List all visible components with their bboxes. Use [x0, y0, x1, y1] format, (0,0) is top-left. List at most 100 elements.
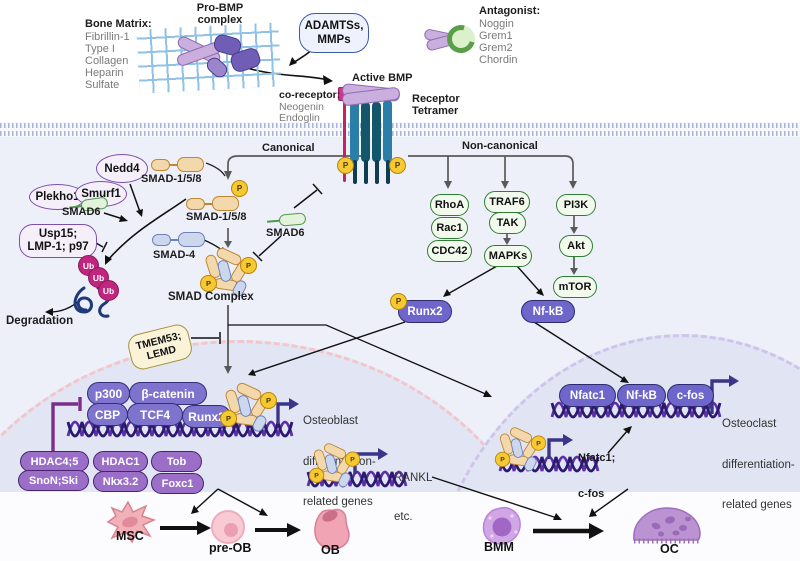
receptor-tail-icon — [375, 160, 379, 184]
membrane-leaflet-outer — [0, 123, 800, 128]
hdac1-node: HDAC1 — [93, 451, 148, 472]
extracellular-space — [0, 0, 800, 122]
bone-matrix-title: Bone Matrix: — [85, 18, 152, 30]
bmm-label: BMM — [484, 540, 514, 554]
phosphate-icon: P — [530, 435, 547, 451]
runx2-cytoplasm-node: Runx2 — [398, 300, 452, 323]
receptor-chain-icon — [361, 102, 370, 162]
pro-bmp-label: complex — [197, 14, 243, 26]
mtor-node: mTOR — [553, 276, 597, 298]
ob-cell — [314, 508, 350, 550]
smad6-lower-label: SMAD6 — [266, 227, 305, 239]
bone-matrix-item: Type I — [85, 43, 115, 55]
receptor-chain-icon — [350, 100, 359, 162]
smad-complex-icon: P P — [200, 246, 257, 299]
co-receptor-title: co-receptor: — [279, 89, 341, 101]
snon-ski-node: SnoN;Ski — [18, 470, 89, 491]
cell-membrane — [0, 122, 800, 137]
traf6-node: TRAF6 — [484, 191, 530, 213]
phosphate-icon: P — [308, 467, 325, 483]
phosphate-icon: P — [200, 275, 217, 292]
receptor-tail-icon — [386, 160, 390, 184]
antagonist-item: Grem2 — [479, 42, 513, 54]
oc-cell — [633, 507, 701, 544]
co-receptor-icon — [343, 94, 346, 182]
nfatc1-cfos-label: Nfatc1; c-fos — [578, 452, 616, 500]
hdac45-node: HDAC4;5 — [20, 451, 89, 472]
cdc42-node: CDC42 — [427, 240, 472, 262]
degradation-label: Degradation — [6, 315, 74, 327]
smad-158-phospho-label: SMAD-1/5/8 — [186, 211, 247, 223]
adamts-label: ADAMTSs, — [304, 20, 364, 32]
pro-bmp-label: Pro-BMP — [196, 2, 244, 14]
bone-matrix-item: Sulfate — [85, 79, 120, 91]
tob-node: Tob — [151, 451, 202, 472]
smad6-upper-label: SMAD6 — [62, 206, 101, 218]
usp15-lmp1-p97-node: Usp15; LMP-1; p97 — [19, 224, 97, 258]
phosphate-icon: P — [231, 180, 248, 197]
smad-158-icon — [151, 157, 204, 172]
membrane-leaflet-inner — [0, 131, 800, 136]
smad-complex-label: SMAD Complex — [168, 291, 254, 303]
mapks-node: MAPKs — [484, 245, 532, 267]
adamts-mmp-node: ADAMTSs, MMPs — [299, 13, 369, 53]
cfos-node: c-fos — [667, 384, 714, 407]
smad-complex-icon: P P — [220, 381, 277, 434]
receptor-tail-icon — [364, 160, 368, 184]
antagonist-title: Antagonist: — [479, 5, 541, 17]
rankl-label: RANKL etc. — [394, 472, 433, 523]
msc-cell — [106, 500, 157, 544]
smad-158-label: SMAD-1/5/8 — [141, 173, 202, 185]
canonical-label: Canonical — [262, 142, 315, 154]
ob-label: OB — [321, 543, 340, 557]
akt-node: Akt — [559, 235, 593, 257]
pi3k-node: PI3K — [556, 194, 596, 216]
non-canonical-label: Non-canonical — [462, 140, 538, 152]
nfkb-cytoplasm-node: Nf-kB — [521, 300, 575, 323]
bone-matrix-item: Fibrillin-1 — [85, 31, 130, 43]
mmp-label: MMPs — [317, 34, 351, 46]
receptor-chain-icon — [372, 102, 381, 162]
nkx32-node: Nkx3.2 — [93, 471, 148, 492]
phosphate-icon: P — [337, 157, 354, 174]
antagonist-item: Grem1 — [479, 30, 513, 42]
nfkb-nucleus-node: Nf-kB — [617, 384, 666, 407]
phosphate-icon: P — [494, 451, 511, 467]
co-receptor-item: Endoglin — [279, 112, 320, 124]
phosphate-icon: P — [390, 293, 407, 310]
nedd4-node: Nedd4 — [96, 154, 148, 183]
ubiquitin-icon: Ub — [98, 280, 119, 301]
phosphate-icon: P — [240, 257, 257, 274]
bone-matrix-item: Collagen — [85, 55, 129, 67]
smad-158-phospho-icon — [186, 196, 239, 211]
p300-node: p300 — [87, 382, 130, 405]
oc-label: OC — [660, 542, 679, 556]
antagonist-item: Noggin — [479, 18, 514, 30]
phosphate-icon: P — [344, 451, 361, 467]
phosphate-icon: P — [260, 392, 277, 409]
active-bmp-label: Active BMP — [352, 72, 413, 84]
phosphate-icon: P — [389, 157, 406, 174]
msc-label: MSC — [116, 529, 144, 543]
receptor-chain-icon — [383, 100, 392, 162]
co-receptor-item: Neogenin — [279, 101, 324, 113]
rac1-node: Rac1 — [431, 217, 468, 239]
osteoclast-genes-label: Osteoclast differentiation- related gene… — [722, 418, 795, 511]
bone-matrix-item: Heparin — [85, 67, 124, 79]
cbp-node: CBP — [87, 403, 128, 426]
smad-4-label: SMAD-4 — [153, 249, 196, 261]
smad-complex-icon: P P — [308, 441, 361, 489]
rhoa-node: RhoA — [430, 194, 469, 216]
receptor-tetramer-label: Tetramer — [412, 105, 459, 117]
beta-catenin-node: β-catenin — [129, 382, 207, 405]
receptor-tetramer-label: Receptor — [412, 93, 460, 105]
nfatc1-node: Nfatc1 — [559, 384, 616, 407]
pre-ob-label: pre-OB — [209, 541, 252, 555]
phosphate-icon: P — [220, 410, 237, 427]
tak-node: TAK — [489, 212, 526, 234]
antagonist-item: Chordin — [479, 54, 518, 66]
tcf4-node: TCF4 — [127, 403, 183, 426]
foxc1-node: Foxc1 — [151, 473, 204, 494]
smad-complex-icon: P P — [494, 425, 547, 473]
